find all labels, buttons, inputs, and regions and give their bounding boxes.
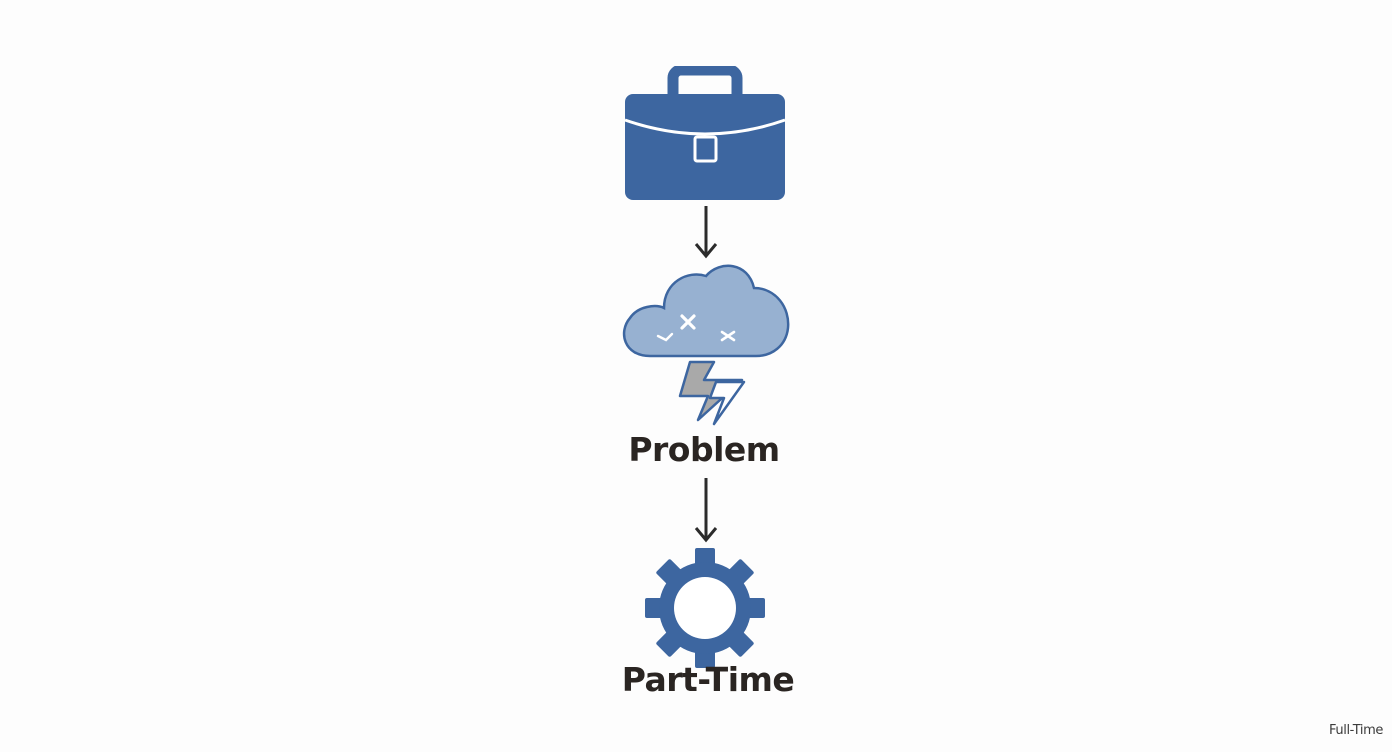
briefcase-icon <box>624 66 786 200</box>
part-time-label: Part-Time <box>621 660 795 699</box>
problem-label: Problem <box>628 430 780 469</box>
corner-label: Full-Time <box>1329 723 1383 738</box>
gear-icon <box>645 548 765 668</box>
storm-cloud-icon <box>622 264 790 426</box>
arrow-down-icon <box>694 206 718 259</box>
arrow-down-icon <box>694 478 718 543</box>
